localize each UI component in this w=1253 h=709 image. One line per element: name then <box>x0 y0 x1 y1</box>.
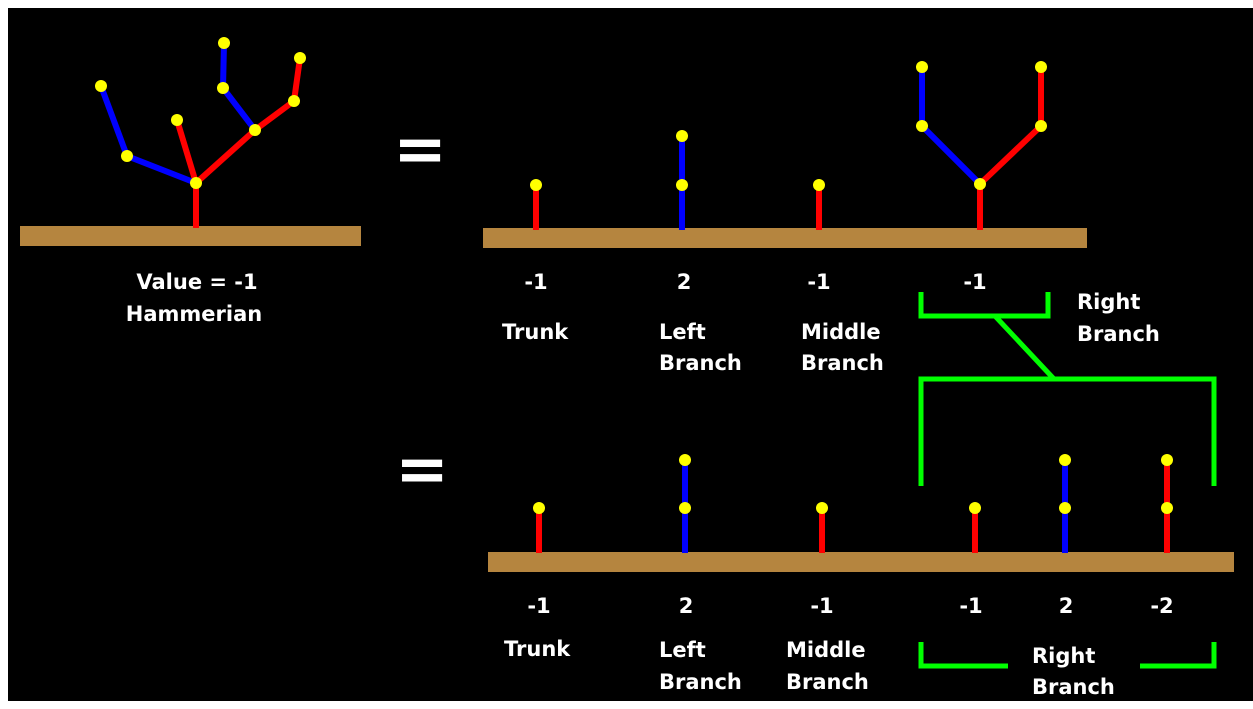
value-text: Value = -1 <box>136 270 257 294</box>
row1-value-trunk: -1 <box>524 270 547 294</box>
node-dot <box>294 52 306 64</box>
node-dot <box>218 37 230 49</box>
blue-edge <box>220 42 227 89</box>
hammerian-text: Hammerian <box>126 302 262 326</box>
node-dot <box>288 95 300 107</box>
node-dot <box>1161 502 1173 514</box>
row1-label-middle-2: Branch <box>801 351 884 375</box>
ground-bar <box>483 228 1087 248</box>
blue-edge <box>919 123 983 187</box>
row2-value-trunk: -1 <box>527 594 550 618</box>
row2-label-right-2: Branch <box>1032 675 1115 699</box>
node-dot <box>171 114 183 126</box>
red-edge <box>977 123 1044 187</box>
equals-sign-1: = <box>393 113 447 187</box>
row1-label-left-1: Left <box>659 320 706 344</box>
row2-upper-bracket <box>918 376 1217 486</box>
node-dot <box>249 124 261 136</box>
node-dot <box>1035 120 1047 132</box>
hammerian-tree: Value = -1 Hammerian <box>20 37 361 326</box>
node-dot <box>95 80 107 92</box>
node-dot <box>816 502 828 514</box>
node-dot <box>1035 61 1047 73</box>
node-dot <box>676 130 688 142</box>
ground-bar <box>20 226 361 246</box>
row-1-decomposition: -1 2 -1 -1 Trunk Left Branch Middle Bran… <box>483 61 1160 375</box>
ground-bar <box>488 552 1234 572</box>
node-dot <box>1059 454 1071 466</box>
blue-edge <box>98 84 130 158</box>
row2-value-left: 2 <box>679 594 694 618</box>
equals-sign-2: = <box>395 433 449 507</box>
node-dot <box>1161 454 1173 466</box>
row1-label-right-1: Right <box>1077 290 1140 314</box>
node-dot <box>969 502 981 514</box>
row1-label-left-2: Branch <box>659 351 742 375</box>
row2-lower-bracket <box>918 642 1217 669</box>
row2-value-right-c: -2 <box>1150 594 1173 618</box>
row2-value-right-b: 2 <box>1059 594 1074 618</box>
row2-label-middle-2: Branch <box>786 670 869 694</box>
row-2-decomposition: -1 2 -1 -1 2 -2 Trunk Left Branch Middle… <box>488 454 1234 699</box>
node-dot <box>679 502 691 514</box>
node-dot <box>676 179 688 191</box>
row2-label-trunk: Trunk <box>504 637 571 661</box>
row2-label-middle-1: Middle <box>786 638 866 662</box>
row2-value-middle: -1 <box>810 594 833 618</box>
row1-value-right: -1 <box>963 270 986 294</box>
row2-value-right-a: -1 <box>959 594 982 618</box>
red-edge <box>193 127 258 186</box>
node-dot <box>916 61 928 73</box>
connector-line <box>993 314 1056 381</box>
node-dot <box>217 82 229 94</box>
node-dot <box>190 177 202 189</box>
blue-edge <box>125 153 198 186</box>
red-edge <box>253 98 296 133</box>
blue-edge <box>220 86 258 132</box>
row1-right-bracket <box>918 292 1051 319</box>
row1-label-trunk: Trunk <box>502 320 569 344</box>
row1-label-middle-1: Middle <box>801 320 881 344</box>
row1-label-right-2: Branch <box>1077 322 1160 346</box>
row2-lower-bracket-left <box>918 642 1008 669</box>
row2-label-left-1: Left <box>659 638 706 662</box>
node-dot <box>530 179 542 191</box>
node-dot <box>813 179 825 191</box>
node-dot <box>121 150 133 162</box>
node-dot <box>679 454 691 466</box>
row2-label-right-1: Right <box>1032 644 1095 668</box>
node-dot <box>974 178 986 190</box>
node-dot <box>1059 502 1071 514</box>
row1-value-middle: -1 <box>807 270 830 294</box>
row2-lower-bracket-right <box>1140 642 1217 669</box>
node-dot <box>533 502 545 514</box>
row1-value-left: 2 <box>677 270 692 294</box>
expansion-connector <box>918 292 1217 486</box>
node-dot <box>916 120 928 132</box>
red-edge <box>291 57 303 102</box>
row2-label-left-2: Branch <box>659 670 742 694</box>
red-edge <box>174 119 199 184</box>
